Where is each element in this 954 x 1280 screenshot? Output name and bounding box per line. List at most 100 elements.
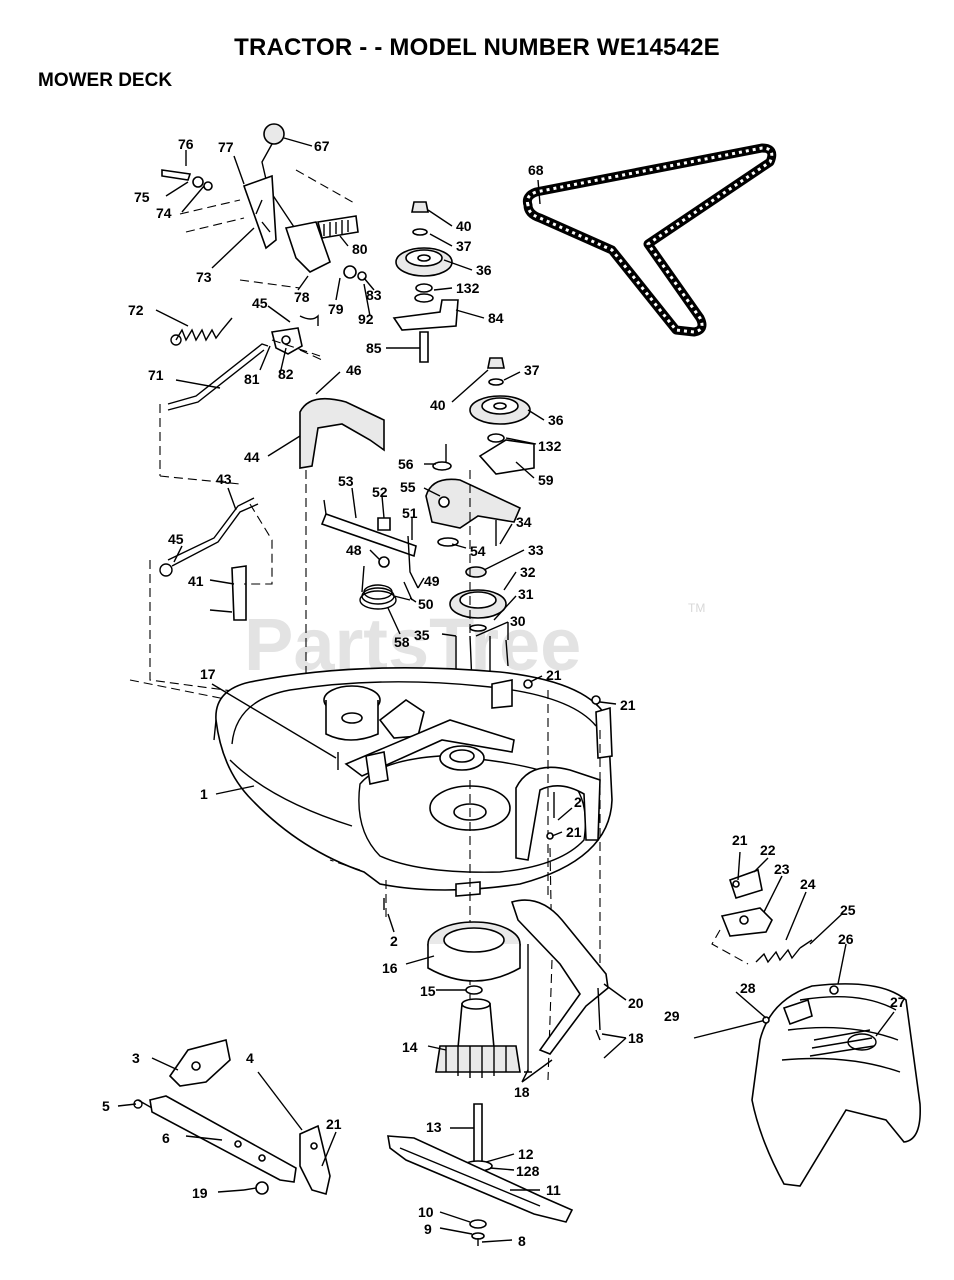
- part-label: 1: [200, 786, 208, 802]
- spring-72: [170, 317, 233, 346]
- part-label: 27: [890, 994, 906, 1010]
- bracket-82: [271, 314, 323, 361]
- part-label: 51: [402, 505, 418, 521]
- part-label: 21: [732, 832, 748, 848]
- rod-43: [129, 497, 301, 701]
- part-label: 2: [390, 933, 398, 949]
- bracket-4: [243, 1124, 331, 1196]
- part-label: 32: [520, 564, 536, 580]
- part-label: 68: [528, 162, 544, 178]
- part-label: 12: [518, 1146, 534, 1162]
- part-label: 2: [574, 794, 582, 810]
- part-label: 21: [326, 1116, 342, 1132]
- part-label: 36: [476, 262, 492, 278]
- part-label: 132: [538, 438, 562, 454]
- part-label: 55: [400, 479, 416, 495]
- part-label: 72: [128, 302, 144, 318]
- part-label: 37: [524, 362, 540, 378]
- part-label: 67: [314, 138, 330, 154]
- part-label: 77: [218, 139, 234, 155]
- part-label: 34: [516, 514, 532, 530]
- part-label: 40: [430, 397, 446, 413]
- part-label: 5: [102, 1098, 110, 1114]
- part-label: 10: [418, 1204, 434, 1220]
- part-label: 80: [352, 241, 368, 257]
- belt-cover-27: [693, 983, 921, 1187]
- part-label: 71: [148, 367, 164, 383]
- part-label: 40: [456, 218, 472, 234]
- deck-hardware: [337, 679, 601, 910]
- part-label: 18: [628, 1030, 644, 1046]
- part-label: 83: [366, 287, 382, 303]
- part-label: 82: [278, 366, 294, 382]
- part-label: 128: [516, 1163, 540, 1179]
- belt-guide-20: [510, 899, 609, 1073]
- part-label: 43: [216, 471, 232, 487]
- part-label: 41: [188, 573, 204, 589]
- part-label: 52: [372, 484, 388, 500]
- part-label: 48: [346, 542, 362, 558]
- part-label: 46: [346, 362, 362, 378]
- part-label: 11: [546, 1182, 561, 1198]
- part-label: 92: [358, 311, 374, 327]
- part-label: 49: [424, 573, 440, 589]
- part-label: 15: [420, 983, 436, 999]
- part-label: 74: [156, 205, 172, 221]
- part-label: 75: [134, 189, 150, 205]
- part-label: 20: [628, 995, 644, 1011]
- part-label: 81: [244, 371, 260, 387]
- part-label: 8: [518, 1233, 526, 1249]
- part-label: 24: [800, 876, 816, 892]
- part-label: 84: [488, 310, 504, 326]
- part-label: 21: [566, 824, 582, 840]
- part-label: 22: [760, 842, 776, 858]
- part-label: 45: [168, 531, 184, 547]
- part-label: 29: [664, 1008, 680, 1024]
- part-label: 21: [620, 697, 636, 713]
- part-label: 3: [132, 1050, 140, 1066]
- part-label: 45: [252, 295, 268, 311]
- part-label: 50: [418, 596, 434, 612]
- idler-pulley-lower: [432, 357, 535, 475]
- bracket-53: [320, 499, 419, 601]
- mower-deck-housing: [213, 666, 613, 897]
- torsion-spring-58: [359, 565, 411, 610]
- watermark-trademark: TM: [688, 601, 705, 615]
- part-label: 56: [398, 456, 414, 472]
- part-label: 25: [840, 902, 856, 918]
- part-label: 59: [538, 472, 554, 488]
- part-label: 79: [328, 301, 344, 317]
- spring-25: [755, 939, 813, 964]
- drive-pulley-32: [449, 566, 509, 685]
- part-label: 37: [456, 238, 472, 254]
- part-label: 14: [402, 1039, 418, 1055]
- part-label: 44: [244, 449, 260, 465]
- part-label: 17: [200, 666, 216, 682]
- part-label: 54: [470, 543, 486, 559]
- part-label: 13: [426, 1119, 442, 1135]
- part-label: 30: [510, 613, 526, 629]
- part-label: 23: [774, 861, 790, 877]
- part-label: 85: [366, 340, 382, 356]
- part-number-labels: 67 76 77 75 74 73 78 79 80 83 92 72 45 8…: [102, 136, 906, 1249]
- part-label: 132: [456, 280, 480, 296]
- front-link-6: [149, 1095, 297, 1183]
- part-label: 28: [740, 980, 756, 996]
- part-label: 33: [528, 542, 544, 558]
- part-label: 19: [192, 1185, 208, 1201]
- lift-rod-71: [159, 343, 269, 485]
- part-label: 53: [338, 473, 354, 489]
- part-label: 21: [546, 667, 562, 683]
- spindle-pulley-16: [427, 921, 521, 995]
- drive-belt: [522, 143, 777, 337]
- part-label: 31: [518, 586, 534, 602]
- page-title: TRACTOR - - MODEL NUMBER WE14542E: [234, 34, 720, 61]
- spindle-housing-14: [435, 998, 521, 1078]
- part-label: 78: [294, 289, 310, 305]
- part-label: 16: [382, 960, 398, 976]
- part-label: 9: [424, 1221, 432, 1237]
- bracket-22-23: [711, 868, 773, 965]
- leader-lines: [117, 137, 895, 1243]
- idler-arm-55: [425, 478, 522, 547]
